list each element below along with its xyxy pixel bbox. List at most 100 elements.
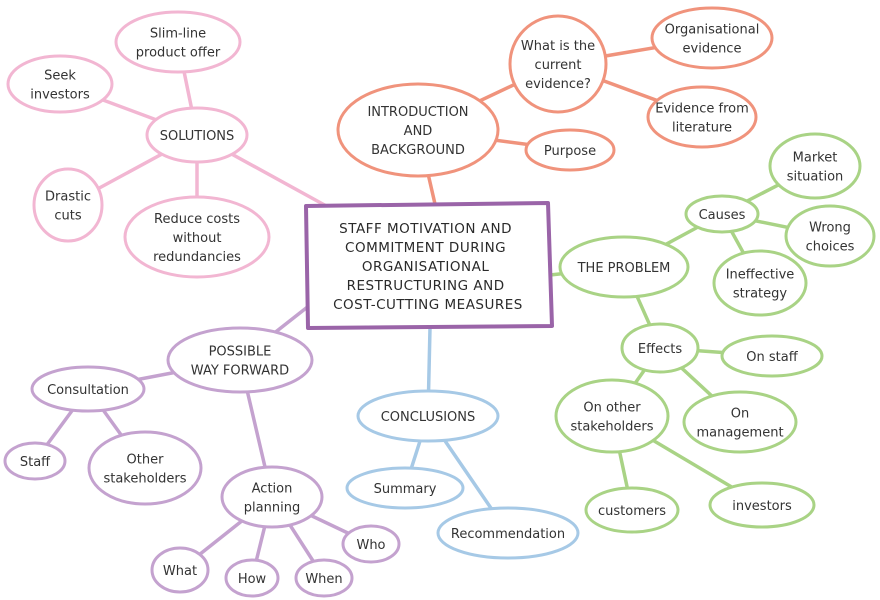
node-problem: THE PROBLEM <box>558 235 690 299</box>
node-bubble <box>684 194 760 234</box>
node-bubble <box>646 85 758 149</box>
node-bubble <box>345 466 465 510</box>
node-label-line: WAY FORWARD <box>191 364 289 379</box>
node-bubble <box>508 14 608 114</box>
node-label-line: Causes <box>699 208 746 223</box>
node-onstaff: On staff <box>720 334 824 378</box>
node-label: Purpose <box>544 144 596 159</box>
node-label-line: Consultation <box>47 383 129 398</box>
node-bubble <box>3 441 67 481</box>
node-label-line: POSSIBLE <box>209 345 272 360</box>
node-label-line: evidence? <box>525 77 591 92</box>
node-purpose: Purpose <box>524 128 616 172</box>
node-label: What <box>163 564 197 579</box>
node-possible: POSSIBLE WAY FORWARD <box>166 326 314 394</box>
node-label-line: THE PROBLEM <box>577 261 671 276</box>
node-label-line: BACKGROUND <box>371 143 465 158</box>
node-label-line: situation <box>787 170 844 185</box>
node-customers: customers <box>584 486 680 534</box>
node-label-line: Action <box>252 482 293 497</box>
node-bubble <box>220 465 324 529</box>
node-label: Consultation <box>47 383 129 398</box>
node-bubble <box>720 334 824 378</box>
node-consult: Consultation <box>30 365 146 413</box>
node-label-line: evidence <box>683 42 742 57</box>
central-topic: STAFF MOTIVATION AND COMMITMENT DURING O… <box>304 201 554 330</box>
node-bubble <box>524 128 616 172</box>
node-staff: Staff <box>3 441 67 481</box>
node-label-line: Reduce costs <box>154 212 240 227</box>
node-bubble <box>32 167 104 243</box>
node-label-line: On other <box>583 401 641 416</box>
node-conclusions: CONCLUSIONS <box>356 389 500 443</box>
node-label-line: investors <box>732 499 792 514</box>
node-bubble <box>712 249 808 317</box>
node-bubble <box>356 389 500 443</box>
node-label: How <box>238 572 267 587</box>
node-label: INTRODUCTION AND BACKGROUND <box>367 105 468 158</box>
node-label-line: strategy <box>733 287 788 302</box>
central-topic-box <box>304 201 554 330</box>
node-label-line: management <box>696 426 783 441</box>
node-label-line: On staff <box>746 350 798 365</box>
node-bubble <box>768 132 862 200</box>
node-bubble <box>336 82 500 178</box>
node-bubble <box>150 546 210 594</box>
central-topic-text: STAFF MOTIVATION AND COMMITMENT DURING O… <box>333 221 523 313</box>
node-label-line: without <box>173 231 222 246</box>
node-label-line: Seek <box>44 69 76 84</box>
node-label-line: product offer <box>136 46 221 61</box>
node-label-line: stakeholders <box>570 420 653 435</box>
node-label-line: Slim-line <box>150 27 206 42</box>
node-label-line: Market <box>793 151 838 166</box>
node-what: What <box>150 546 210 594</box>
node-slimline: Slim-line product offer <box>114 10 242 74</box>
node-label: CONCLUSIONS <box>381 410 476 425</box>
node-label: On staff <box>746 350 798 365</box>
central-topic-line: RESTRUCTURING AND <box>347 278 505 294</box>
node-bubble <box>114 10 242 74</box>
node-bubble <box>584 486 680 534</box>
node-label: Summary <box>374 482 437 497</box>
central-topic-line: ORGANISATIONAL <box>362 259 490 275</box>
node-bubble <box>30 365 146 413</box>
node-investors: investors <box>708 481 816 529</box>
node-label-line: customers <box>598 504 666 519</box>
node-label-line: Summary <box>374 482 437 497</box>
node-label-line: What <box>163 564 197 579</box>
node-label-line: AND <box>404 124 433 139</box>
node-label: Staff <box>20 455 51 470</box>
node-bubble <box>123 195 271 279</box>
node-label-line: current <box>535 58 582 73</box>
node-effects: Effects <box>620 322 700 374</box>
node-label-line: INTRODUCTION <box>367 105 468 120</box>
node-label: Slim-line product offer <box>136 27 221 61</box>
node-label: SOLUTIONS <box>160 129 235 144</box>
node-summary: Summary <box>345 466 465 510</box>
node-label: POSSIBLE WAY FORWARD <box>191 345 289 379</box>
node-bubble <box>708 481 816 529</box>
node-label: investors <box>732 499 792 514</box>
node-bubble <box>784 204 876 268</box>
node-rec: Recommendation <box>436 506 580 560</box>
node-bubble <box>620 322 700 374</box>
node-bubble <box>224 558 280 598</box>
node-label-line: CONCLUSIONS <box>381 410 476 425</box>
node-label-line: How <box>238 572 267 587</box>
